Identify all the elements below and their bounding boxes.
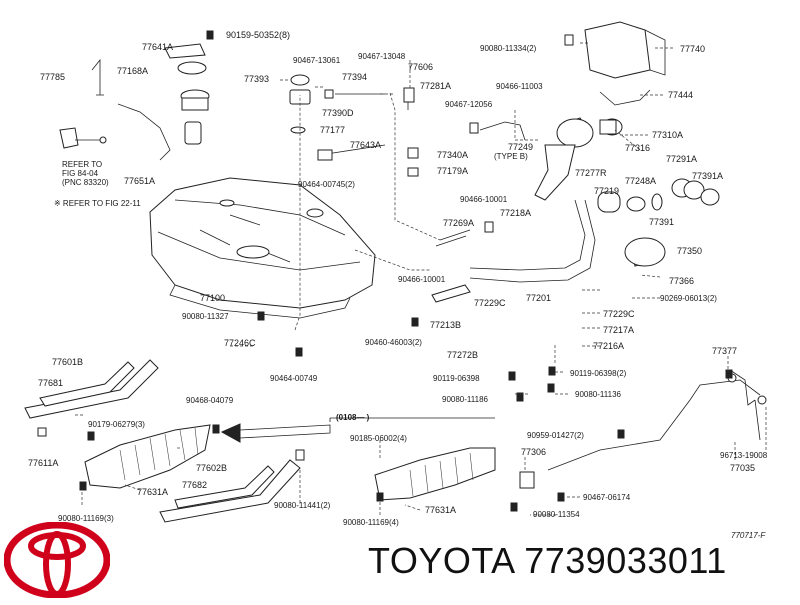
refer-fig-22-note: ※ REFER TO FIG 22-11 [54,199,141,208]
callout-label: 90080-11186 [442,395,488,404]
callout-label: 90080-11327 [182,312,229,321]
callout-label: 90468-04079 [186,396,234,405]
callout-label: 90464-00749 [270,374,318,383]
callout-label: 90460-46003(2) [365,338,422,347]
callout-label: 77281A [420,81,452,91]
callout-label: 90467-06174 [583,493,631,502]
callout-label: 90179-06279(3) [88,420,145,429]
figure-code: 770717-F [731,531,766,540]
callout-label: 77272B [447,350,479,360]
callout-label: 77306 [521,447,547,457]
callout-label: 77785 [40,72,66,82]
callout-label: 77611A [28,458,59,468]
callout-label: 77291A [666,154,698,164]
arrow-drawing [220,417,495,443]
callout-label: 77177 [320,125,346,135]
callout-label: 77277R [575,168,607,178]
fuel-tank-drawing [149,177,376,319]
callout-label: 90467-12056 [445,100,493,109]
fuel-pump-drawing [59,43,210,161]
callout-label: 90080-11169(4) [343,518,399,527]
callout-label: 77269A [443,218,475,228]
callout-label: 77201 [526,293,552,303]
callout-label: 77681 [38,378,64,388]
type-b-note: (TYPE B) [494,152,528,161]
callout-label: 77218A [500,208,532,218]
callout-label: 90466-10001 [398,275,446,284]
callout-label: 77643A [350,140,382,150]
callout-label: 90466-11003 [496,82,543,91]
leader-lines [75,42,767,516]
callout-label: 77444 [668,90,694,100]
part-number: 7739033011 [524,540,727,581]
callout-label: 77217A [603,325,635,335]
callout-label: 90959-01427(2) [527,431,584,440]
callout-label: 77377 [712,346,738,356]
callout-label: 77740 [680,44,706,54]
callout-label: 77249 [508,142,534,152]
callout-label: 90119-06398 [433,374,480,383]
brand-name: TOYOTA [368,540,514,581]
callout-label: 77393 [244,74,270,84]
callout-label: 77602B [196,463,228,473]
callout-label: 77035 [730,463,756,473]
callout-label: 90119-06398(2) [570,369,627,378]
callout-label: 77100 [200,293,226,303]
callout-label: 77391A [692,171,724,181]
callout-label: 90269-06013(2) [660,294,717,303]
callout-label: 77366 [669,276,695,286]
callout-label: 77248A [625,176,657,186]
callout-label: 77310A [652,130,684,140]
callout-label: 77601B [52,357,84,367]
callout-label: 90080-11441(2) [274,501,331,510]
brand-part-number: TOYOTA 7739033011 [368,540,727,582]
pump-mounts-drawing [289,74,419,177]
callout-label: 77682 [182,480,208,490]
callout-label: 77631A [425,505,457,515]
callout-label: 77651A [124,176,156,186]
callout-label: 77216A [593,341,625,351]
date-range-note: (0108— ) [336,413,370,422]
callout-label: 90080-11169(3) [58,514,114,523]
refer-fig-84-note: REFER TO FIG 84-04 (PNC 83320) [62,160,109,187]
callout-label: 77350 [677,246,703,256]
callout-label: 77316 [625,143,651,153]
callout-label: 90159-50352(8) [226,30,291,40]
callout-label: 90467-13061 [293,56,341,65]
callout-label: 77391 [649,217,675,227]
callout-label: 90080-11334(2) [480,44,537,53]
callout-label: 90185-06002(4) [350,434,407,443]
callout-label: 77168A [117,66,149,76]
callout-label: 96713-19008 [720,451,768,460]
callout-label: 90466-10001 [460,195,508,204]
canister-drawing [564,21,666,106]
callout-label: 77606 [408,62,434,72]
callout-label: 77229C [603,309,635,319]
callout-label: 77246C [224,338,256,348]
callout-label: 77179A [437,166,469,176]
callout-label: 90080-11136 [575,390,621,399]
callout-label: 90464-00745(2) [298,180,355,189]
callout-label: 77390D [322,108,354,118]
filler-pipe-drawing [431,117,720,303]
toyota-logo [4,522,110,598]
tank-straps-drawing [24,359,305,523]
callout-label: 77213B [430,320,462,330]
callout-label: 77219 [594,186,620,196]
fasteners-drawing [79,30,733,512]
callout-label: 77229C [474,298,506,308]
callout-label: 90467-13048 [358,52,406,61]
callout-label: 77340A [437,150,469,160]
heat-shield-drawing [84,424,496,501]
callout-label: 90080-11354 [533,510,580,519]
callout-label: 77394 [342,72,368,82]
callout-label: 77641A [142,42,174,52]
callout-label: 77631A [137,487,169,497]
